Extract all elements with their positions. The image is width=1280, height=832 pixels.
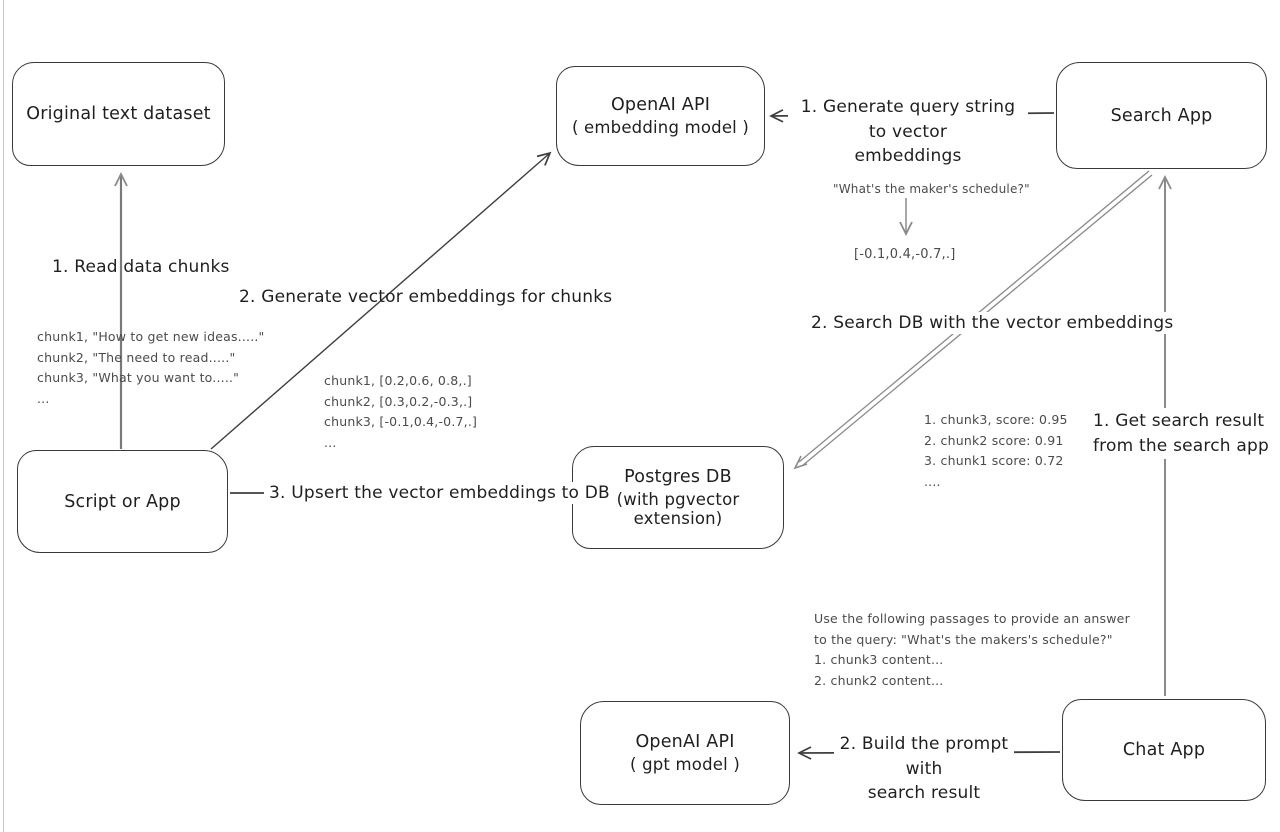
annotation-prompt: Use the following passages to provide an… (814, 609, 1130, 692)
annotation-chunk-vector-3: chunk3, [-0.1,0.4,-0.7,.] (324, 414, 478, 430)
annotation-chunk-texts: chunk1, "How to get new ideas....." chun… (37, 327, 265, 410)
edge-label-build-prompt-line2: search result (867, 783, 981, 804)
annotation-prompt-line4: 2. chunk2 content... (814, 672, 944, 688)
edge-label-search-db: 2. Search DB with the vector embeddings (806, 312, 1179, 334)
edge-label-read-chunks: 1. Read data chunks (52, 257, 230, 277)
annotation-chunk-vectors: chunk1, [0.2,0.6, 0.8,.] chunk2, [0.3,0.… (324, 371, 477, 454)
annotation-search-scores: 1. chunk3, score: 0.95 2. chunk2 score: … (924, 410, 1068, 493)
box-postgres-db: Postgres DB (with pgvector extension) (572, 446, 784, 549)
annotation-prompt-line2: to the query: "What's the makers's sched… (814, 631, 1113, 647)
box-search-app: Search App (1056, 62, 1267, 169)
edge-label-build-prompt-line1: 2. Build the prompt with (839, 734, 1009, 779)
annotation-chunk-text-3: chunk3, "What you want to....." (37, 370, 240, 386)
box-openai-embedding-sublabel: ( embedding model ) (571, 118, 750, 137)
box-original-text-dataset-label: Original text dataset (26, 104, 211, 124)
annotation-score-more: .... (924, 473, 941, 489)
edge-label-query-to-vector: 1. Generate query string to vector embed… (788, 94, 1028, 170)
annotation-chunk-text-2: chunk2, "The need to read....." (37, 349, 236, 365)
annotation-chunk-vector-1: chunk1, [0.2,0.6, 0.8,.] (324, 373, 472, 388)
box-original-text-dataset: Original text dataset (12, 62, 225, 166)
box-chat-app: Chat App (1062, 699, 1266, 801)
box-openai-gpt-label: OpenAI API (635, 732, 735, 752)
edge-label-upsert-embeddings: 3. Upsert the vector embeddings to DB (264, 482, 615, 504)
annotation-query-vector: [-0.1,0.4,-0.7,.] (854, 247, 956, 262)
annotation-chunk-text-more: ... (37, 390, 50, 406)
box-openai-gpt: OpenAI API ( gpt model ) (580, 701, 790, 805)
annotation-prompt-line1: Use the following passages to provide an… (814, 611, 1130, 626)
box-script-or-app-label: Script or App (64, 491, 181, 512)
annotation-chunk-text-1: chunk1, "How to get new ideas....." (37, 329, 265, 344)
box-postgres-db-label: Postgres DB (624, 467, 732, 487)
box-openai-embedding-label: OpenAI API (610, 95, 711, 115)
edge-label-get-search-result-line1: 1. Get search result (1093, 411, 1265, 431)
annotation-score-3: 3. chunk1 score: 0.72 (924, 453, 1064, 469)
page-edge-line (3, 0, 4, 832)
box-chat-app-label: Chat App (1122, 740, 1206, 760)
edge-label-build-prompt: 2. Build the prompt with search result (834, 731, 1014, 807)
edge-label-query-to-vector-line1: 1. Generate query string to vector (800, 97, 1016, 142)
box-script-or-app: Script or App (17, 450, 228, 553)
box-openai-gpt-sublabel: ( gpt model ) (629, 755, 740, 774)
edge-label-get-search-result: 1. Get search result from the search app (1088, 408, 1274, 460)
box-postgres-db-sublabel: (with pgvector extension) (616, 490, 740, 528)
annotation-chunk-vector-2: chunk2, [0.3,0.2,-0.3,.] (324, 393, 473, 409)
edge-label-get-search-result-line2: from the search app (1093, 435, 1269, 456)
annotation-query-string: "What's the maker's schedule?" (833, 182, 1030, 196)
edge-label-generate-embeddings: 2. Generate vector embeddings for chunks (239, 287, 613, 307)
annotation-prompt-line3: 1. chunk3 content... (814, 652, 944, 668)
annotation-chunk-vector-more: ... (324, 434, 337, 450)
box-search-app-label: Search App (1110, 105, 1213, 126)
edge-label-query-to-vector-line2: embeddings (854, 146, 962, 167)
box-openai-embedding: OpenAI API ( embedding model ) (556, 66, 765, 166)
arrow-generate-embeddings (210, 151, 552, 450)
annotation-score-1: 1. chunk3, score: 0.95 (924, 412, 1068, 427)
annotation-score-2: 2. chunk2 score: 0.91 (924, 432, 1064, 448)
